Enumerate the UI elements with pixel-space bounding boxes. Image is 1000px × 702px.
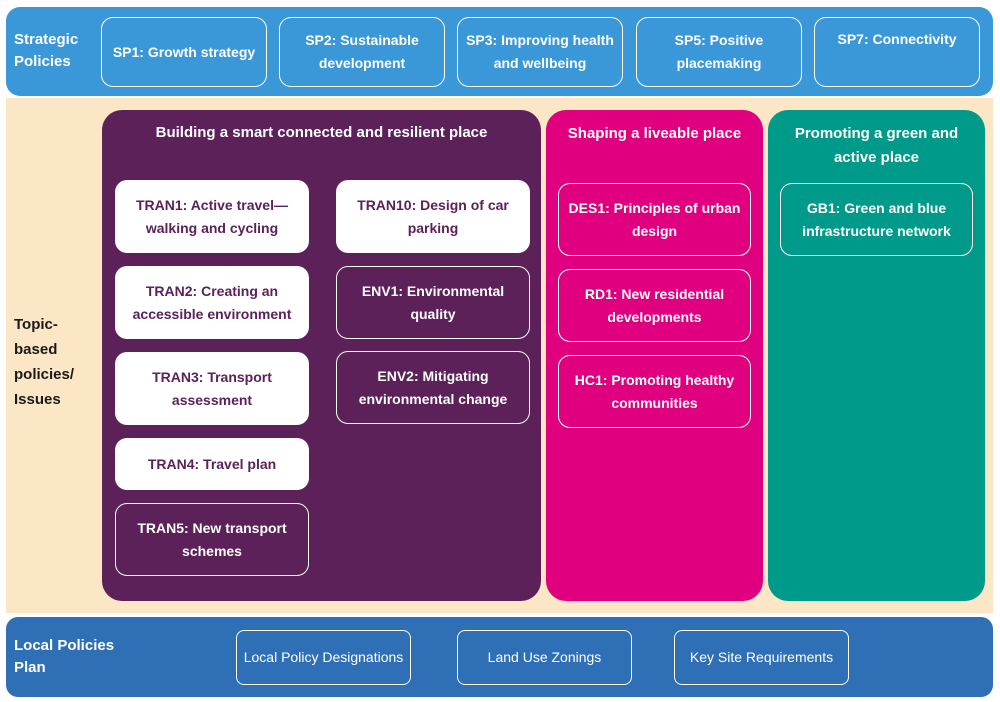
strategic-policies-band: Strategic Policies SP1: Growth strategy … (6, 7, 993, 96)
panel-green-active-place-title: Promoting a green and active place (794, 125, 959, 166)
strategic-policies-label: Strategic Policies (14, 31, 79, 70)
local-policies-band: Local Policies Plan Local Policy Designa… (6, 617, 993, 697)
sp1-box: SP1: Growth strategy (101, 17, 267, 87)
panel-liveable-place-title: Shaping a liveable place (567, 125, 742, 142)
tran1-box: TRAN1: Active travel—walking and cycling (115, 180, 309, 253)
panel-liveable-place: Shaping a liveable place DES1: Principle… (546, 110, 763, 601)
panel-smart-connected-title: Building a smart connected and resilient… (155, 124, 488, 141)
rd1-box: RD1: New residential developments (558, 269, 751, 342)
hc1-box: HC1: Promoting healthy communities (558, 355, 751, 428)
tran5-box: TRAN5: New transport schemes (115, 503, 309, 576)
tran3-box: TRAN3: Transport assessment (115, 352, 309, 425)
panel-green-active-place: Promoting a green and active place GB1: … (768, 110, 985, 601)
tran10-box: TRAN10: Design of car parking (336, 180, 530, 253)
land-use-zonings-box: Land Use Zonings (457, 630, 632, 685)
sp5-box: SP5: Positive placemaking (636, 17, 802, 87)
tran2-box: TRAN2: Creating an accessible environmen… (115, 266, 309, 339)
sp2-box: SP2: Sustainable development (279, 17, 445, 87)
key-site-requirements-box: Key Site Requirements (674, 630, 849, 685)
env2-box: ENV2: Mitigating environmental change (336, 351, 530, 424)
topic-based-label: Topic- based policies/ Issues (14, 316, 75, 408)
des1-box: DES1: Principles of urban design (558, 183, 751, 256)
local-policy-designations-box: Local Policy Designations (236, 630, 411, 685)
sp7-box: SP7: Connectivity (814, 17, 980, 87)
sp3-box: SP3: Improving health and wellbeing (457, 17, 623, 87)
env1-box: ENV1: Environmental quality (336, 266, 530, 339)
tran4-box: TRAN4: Travel plan (115, 438, 309, 490)
local-policies-label: Local Policies Plan (14, 637, 115, 676)
panel-smart-connected: Building a smart connected and resilient… (102, 110, 541, 601)
gb1-box: GB1: Green and blue infrastructure netwo… (780, 183, 973, 256)
